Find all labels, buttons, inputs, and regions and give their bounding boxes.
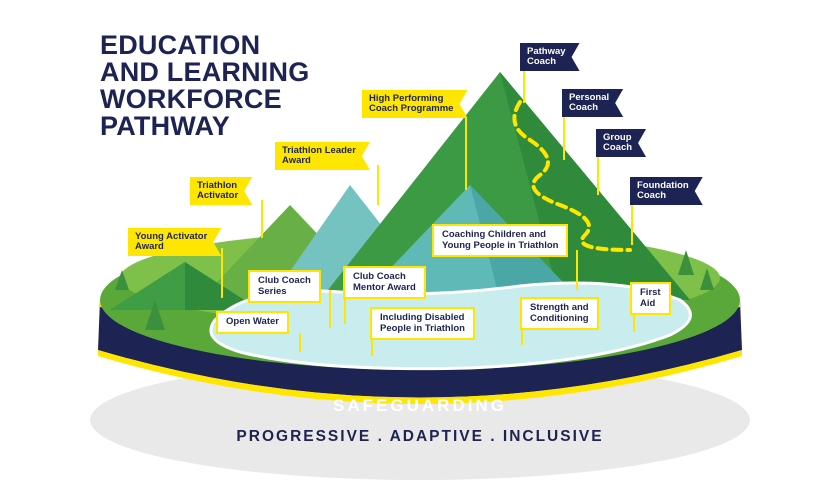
label-text: Conditioning [530, 312, 589, 324]
tree-left [145, 300, 165, 330]
label-text: First [640, 287, 661, 298]
label-club-coach-mentor-award: Club Coach Mentor Award [343, 266, 426, 299]
label-text: Open Water [226, 316, 279, 327]
safeguarding-band-text: SAFEGUARDING [333, 396, 507, 415]
flag-text: Pathway [527, 46, 566, 57]
flag-group-coach: Group Coach [596, 129, 646, 157]
label-text: Young People in Triathlon [442, 239, 559, 251]
label-coaching-children: Coaching Children and Young People in Tr… [432, 224, 569, 257]
label-including-disabled: Including Disabled People in Triathlon [370, 307, 475, 340]
base-yellow-rim [98, 350, 742, 404]
label-text: Coaching Children and [442, 229, 546, 240]
mountain-left-front-light [110, 262, 185, 310]
flag-high-performing-coach-programme: High Performing Coach Programme [362, 90, 467, 118]
label-club-coach-series: Club Coach Series [248, 270, 321, 303]
tagline: PROGRESSIVE . ADAPTIVE . INCLUSIVE [236, 428, 604, 445]
flag-text: Triathlon Leader [282, 145, 356, 156]
label-text: Including Disabled [380, 312, 465, 323]
label-text: Club Coach [353, 271, 406, 282]
flag-text: High Performing [369, 93, 444, 104]
flag-text: Activator [197, 190, 239, 201]
page-title: EDUCATION AND LEARNING WORKFORCE PATHWAY [100, 32, 309, 140]
tree-left-2 [115, 270, 129, 290]
flag-text: Group [603, 132, 632, 143]
flag-text: Coach [603, 142, 633, 153]
title-line: EDUCATION [100, 30, 261, 60]
flag-triathlon-leader-award: Triathlon Leader Award [275, 142, 370, 170]
label-strength-and-conditioning: Strength and Conditioning [520, 297, 599, 330]
label-open-water: Open Water [216, 311, 289, 334]
flag-text: Award [282, 155, 311, 166]
flag-text: Award [135, 241, 164, 252]
label-first-aid: First Aid [630, 282, 671, 315]
flag-text: Triathlon [197, 180, 238, 191]
pathway-trail [512, 100, 632, 252]
label-text: Strength and [530, 302, 589, 313]
flag-young-activator-award: Young Activator Award [128, 228, 221, 256]
flag-text: Personal [569, 92, 610, 103]
flag-text: Coach Programme [369, 103, 454, 114]
label-text: Aid [640, 297, 656, 309]
label-text: Club Coach [258, 275, 311, 286]
flag-pathway-coach: Pathway Coach [520, 43, 580, 71]
flag-text: Coach [637, 190, 667, 201]
label-text: Series [258, 285, 287, 297]
label-text: People in Triathlon [380, 322, 465, 334]
flag-triathlon-activator: Triathlon Activator [190, 177, 252, 205]
title-line: AND LEARNING [100, 57, 310, 87]
label-text: Mentor Award [353, 281, 416, 293]
tree-right-2 [700, 268, 714, 290]
flag-text: Young Activator [135, 231, 208, 242]
tree-right [678, 250, 694, 275]
flag-text: Coach [569, 102, 599, 113]
flag-personal-coach: Personal Coach [562, 89, 623, 117]
title-line: WORKFORCE [100, 84, 282, 114]
flag-text: Coach [527, 56, 557, 67]
title-line: PATHWAY [100, 111, 230, 141]
flag-foundation-coach: Foundation Coach [630, 177, 703, 205]
flag-text: Foundation [637, 180, 689, 191]
